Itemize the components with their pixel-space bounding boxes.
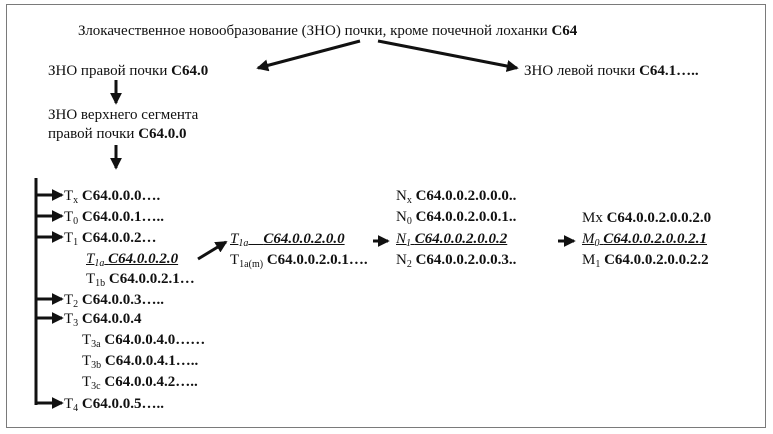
n-sub: 2 — [406, 259, 412, 270]
n-letter: N — [396, 188, 407, 204]
t-code: С64.0.0.2.0.0 — [263, 231, 345, 247]
t-sub: 3 — [73, 318, 79, 329]
arrow-root-to-left — [377, 39, 519, 72]
m-code: С64.0.0.2.0.0.2.2 — [604, 252, 709, 268]
arrow-root-to-right — [256, 39, 361, 72]
t-item-t2: T2 С64.0.0.3….. — [64, 291, 165, 310]
m-code: С64.0.0.2.0.0.2.1 — [603, 231, 708, 247]
upper-segment-code: С64.0.0 — [138, 126, 187, 142]
m-letter: M — [582, 231, 595, 247]
root-label: Злокачественное новообразование (ЗНО) по… — [78, 23, 548, 39]
t-letter: T — [64, 311, 74, 327]
n-sub: 0 — [406, 216, 412, 227]
n-code: С64.0.0.2.0.0.1.. — [415, 209, 517, 225]
t-sub: x — [73, 195, 79, 206]
root-code: С64 — [551, 23, 578, 39]
n-sub: 1 — [406, 238, 412, 249]
t-sub: 1a — [94, 258, 105, 269]
t-code: С64.0.0.4.0…… — [104, 332, 206, 348]
arrow-t1a-to-detail — [197, 240, 228, 261]
left-kidney-label: ЗНО левой почки — [524, 63, 636, 79]
t-sub: 1a — [238, 238, 249, 249]
t-letter: T — [64, 230, 74, 246]
m-sub: 0 — [594, 238, 600, 249]
m-item-m0: M0 С64.0.0.2.0.0.2.1 — [582, 230, 708, 249]
t-item-t3a: T3a С64.0.0.4.0…… — [82, 331, 206, 350]
t-letter: T — [82, 332, 92, 348]
t-letter: T — [230, 252, 240, 268]
t-sub: 3c — [91, 381, 101, 392]
root-node: Злокачественное новообразование (ЗНО) по… — [78, 22, 577, 40]
m-sub: 1 — [595, 259, 601, 270]
t-letter: T — [64, 209, 74, 225]
t-letter: T — [64, 396, 74, 412]
diagram-frame — [6, 4, 766, 428]
t-letter: T — [82, 374, 92, 390]
t-item-t3c: T3c С64.0.0.4.2….. — [82, 373, 198, 392]
t-item-t1a: T1a С64.0.0.2.0 — [86, 250, 179, 269]
t-item-t0: T0 С64.0.0.1….. — [64, 208, 165, 227]
t-code: С64.0.0.4.1….. — [104, 353, 199, 369]
t-item-t1: T1 С64.0.0.2… — [64, 229, 157, 248]
t-sub: 1 — [73, 237, 79, 248]
right-kidney-code: С64.0 — [171, 63, 209, 79]
left-kidney-node: ЗНО левой почки С64.1….. — [524, 62, 699, 80]
upper-segment-label-2: правой почки — [48, 126, 135, 142]
n-item-n2: N2 С64.0.0.2.0.0.3.. — [396, 251, 517, 270]
t-code: С64.0.0.5….. — [81, 396, 165, 412]
t-letter: T — [82, 353, 92, 369]
t-sub: 1b — [95, 278, 106, 289]
t1a-detail-m: T1a(m) С64.0.0.2.0.1…. — [230, 251, 368, 270]
t-sub: 1a(m) — [239, 259, 264, 270]
m-item-mx: Mx С64.0.0.2.0.0.2.0 — [582, 209, 711, 227]
m-item-m1: M1 С64.0.0.2.0.0.2.2 — [582, 251, 709, 270]
n-code: С64.0.0.2.0.0.3.. — [415, 252, 517, 268]
t-letter: T — [230, 231, 239, 247]
t-code: С64.0.0.1….. — [81, 209, 165, 225]
n-code: С64.0.0.2.0.0.2 — [414, 231, 508, 247]
t-item-t1b: T1b С64.0.0.2.1… — [86, 270, 195, 289]
t-item-t3b: T3b С64.0.0.4.1….. — [82, 352, 199, 371]
t-letter: T — [86, 271, 96, 287]
m-code: С64.0.0.2.0.0.2.0 — [606, 210, 712, 226]
upper-segment-line1: ЗНО верхнего сегмента — [48, 106, 198, 124]
t-code: С64.0.0.2.1… — [108, 271, 195, 287]
n-item-nx: Nx С64.0.0.2.0.0.0.. — [396, 187, 517, 206]
n-letter: N — [396, 231, 407, 247]
t-code: С64.0.0.4.2….. — [104, 374, 198, 390]
right-kidney-label: ЗНО правой почки — [48, 63, 168, 79]
t-letter: T — [64, 188, 74, 204]
t-item-t4: T4 С64.0.0.5….. — [64, 395, 165, 414]
right-kidney-node: ЗНО правой почки С64.0 — [48, 62, 208, 80]
t-item-t3: T3 С64.0.0.4 — [64, 310, 142, 329]
upper-segment-label-1: ЗНО верхнего сегмента — [48, 107, 199, 123]
n-letter: N — [396, 252, 407, 268]
t-sub: 3b — [91, 360, 102, 371]
t-sub: 4 — [73, 403, 79, 414]
n-item-n0: N0 С64.0.0.2.0.0.1.. — [396, 208, 517, 227]
t-letter: T — [86, 251, 95, 267]
t-code: С64.0.0.2.0 — [108, 251, 179, 267]
left-kidney-code: С64.1….. — [639, 63, 699, 79]
upper-segment-line2: правой почки С64.0.0 — [48, 125, 187, 143]
n-sub: x — [406, 195, 412, 206]
m-letter: M — [582, 252, 596, 268]
m-letter: Mx — [582, 210, 603, 226]
t1a-detail-main: T1a С64.0.0.2.0.0 — [230, 230, 345, 249]
t-letter: T — [64, 292, 74, 308]
t-sub: 2 — [73, 299, 79, 310]
n-code: С64.0.0.2.0.0.0.. — [415, 188, 517, 204]
t-code: С64.0.0.2… — [81, 230, 157, 246]
t-code: С64.0.0.3….. — [81, 292, 165, 308]
t-sub: 0 — [73, 216, 79, 227]
t-code: С64.0.0.4 — [81, 311, 142, 327]
n-item-n1: N1 С64.0.0.2.0.0.2 — [396, 230, 508, 249]
t-item-tx: Tx С64.0.0.0…. — [64, 187, 161, 206]
t-sub: 3a — [91, 339, 101, 350]
n-letter: N — [396, 209, 407, 225]
t-code: С64.0.0.2.0.1…. — [266, 252, 368, 268]
t-code: С64.0.0.0…. — [81, 188, 161, 204]
